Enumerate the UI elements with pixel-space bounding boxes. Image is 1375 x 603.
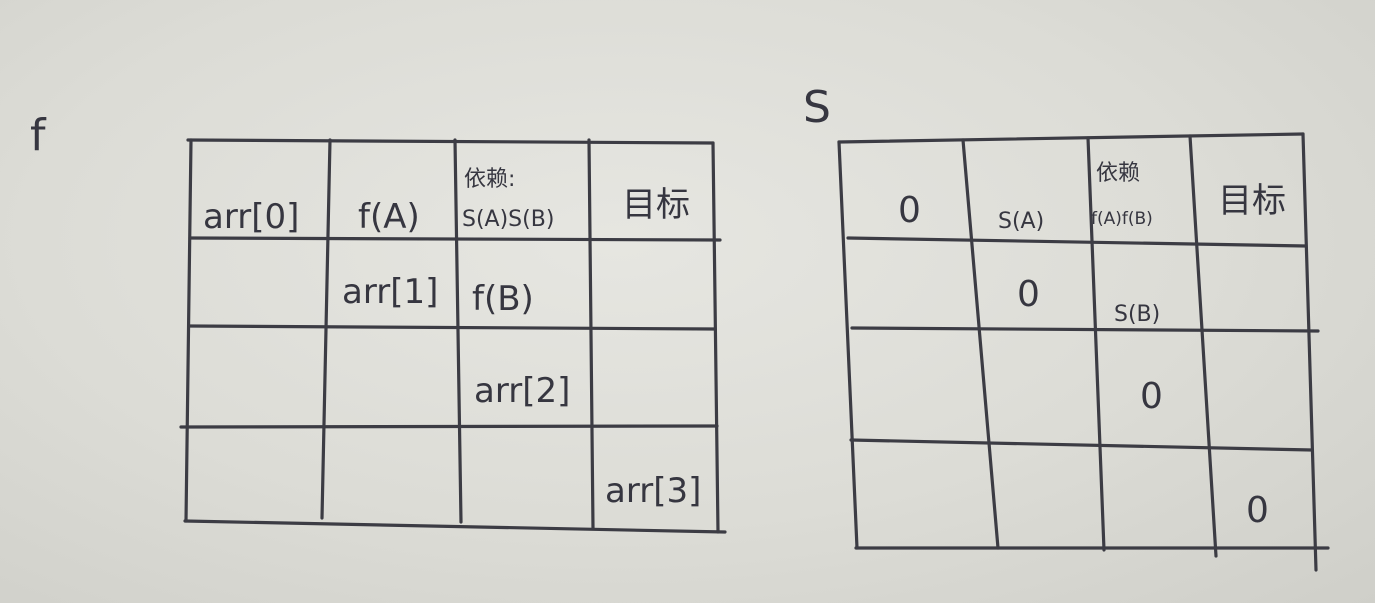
s-header-dependency-values: f(A)f(B) — [1091, 209, 1153, 229]
f-header-cell-0: arr[0] — [203, 197, 299, 237]
s-table-label: S — [803, 82, 831, 133]
f-header-dependency-values: S(A)S(B) — [462, 207, 554, 232]
f-row1-cell-2: f(B) — [472, 279, 534, 319]
f-row1-cell-1: arr[1] — [342, 272, 438, 312]
f-header-dependency-label: 依赖: — [464, 167, 515, 192]
s-row1-cell-2: S(B) — [1114, 302, 1160, 327]
s-table-grid — [837, 132, 1330, 572]
s-header-dependency-label: 依赖 — [1096, 161, 1140, 186]
f-table-grid — [179, 138, 727, 534]
s-header-cell-1: S(A) — [998, 209, 1044, 234]
f-header-cell-1: f(A) — [358, 197, 420, 237]
s-header-target: 目标 — [1218, 181, 1286, 221]
s-row3-cell-3: 0 — [1246, 490, 1269, 531]
s-header-cell-0: 0 — [898, 190, 921, 231]
s-row1-cell-1: 0 — [1017, 274, 1040, 315]
f-row2-cell-2: arr[2] — [474, 371, 570, 411]
f-header-target: 目标 — [622, 185, 690, 225]
f-table-label: f — [30, 110, 47, 161]
s-row2-cell-2: 0 — [1140, 376, 1163, 417]
f-row3-cell-3: arr[3] — [605, 471, 701, 511]
